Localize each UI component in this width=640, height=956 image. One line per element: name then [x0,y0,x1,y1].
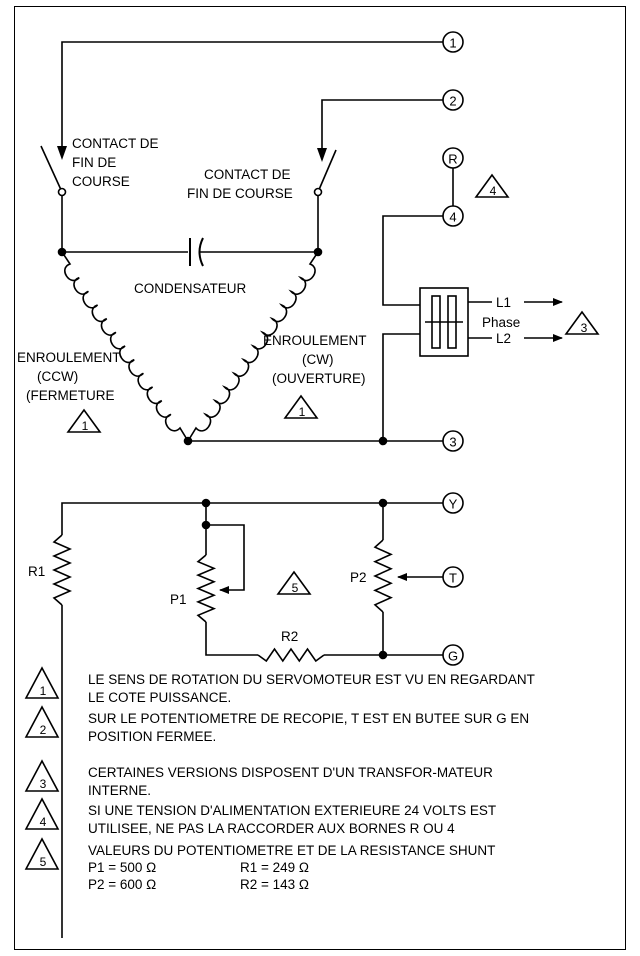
value-text: R2 = 143 Ω [240,877,309,892]
triangle-mark-phase: 3 [564,310,600,335]
note-text: CERTAINES VERSIONS DISPOSENT D'UN TRANSF… [88,765,493,780]
label-contact-left-3: COURSE [72,174,130,189]
svg-text:R: R [448,152,457,167]
note-number: 3 [40,777,47,791]
terminal-Y: Y [442,492,464,514]
note-text: POSITION FERMEE. [88,729,216,744]
label-l1: L1 [496,295,511,310]
label-condensateur: CONDENSATEUR [134,281,247,296]
terminal-4: 4 [442,205,464,227]
note-triangle-icon [24,666,60,699]
note-text: UTILISEE, NE PAS LA RACCORDER AUX BORNES… [88,821,455,836]
winding-ccw [61,251,189,442]
terminal-2: 2 [442,89,464,111]
label-p1: P1 [170,592,187,607]
label-p2: P2 [350,570,367,585]
svg-text:2: 2 [449,94,456,109]
note-text: INTERNE. [88,783,151,798]
note-triangle-icon [24,797,60,830]
svg-text:5: 5 [292,581,299,595]
diagram-frame [14,6,626,950]
svg-text:4: 4 [490,184,497,198]
resistor-r2 [257,647,325,663]
label-contact-right-2: FIN DE COURSE [187,186,293,201]
label-r1: R1 [28,564,45,579]
note-number: 4 [40,815,47,829]
label-phase: Phase [482,315,520,330]
label-enroul-left-2: (CCW) [37,369,78,384]
resistor-r1 [52,534,72,606]
triangle-mark-pot: 5 [276,570,312,595]
label-l2: L2 [496,331,511,346]
winding-cw [187,251,319,442]
terminal-T: T [442,566,464,588]
note-triangle-icon [24,759,60,792]
svg-text:1: 1 [299,405,306,419]
contact-switch-right [317,149,337,193]
contact-arrow-left [57,146,67,160]
contact-node-right [313,187,323,197]
wire-p1-wiper [206,524,245,594]
svg-text:T: T [449,571,457,586]
contact-arrow-right [317,148,327,162]
svg-text:Y: Y [449,497,458,512]
label-enroul-left-3: (FERMETURE [26,388,115,403]
note-text: SI UNE TENSION D'ALIMENTATION EXTERIEURE… [88,803,496,818]
note-number: 5 [40,855,47,869]
wire-p1-bottom [205,622,258,656]
svg-text:G: G [448,649,458,664]
wire-terminal-Y [61,502,443,535]
terminal-G: G [442,644,464,666]
label-r2: R2 [281,629,298,644]
wire-terminal-1 [61,41,443,148]
note-number: 1 [40,684,47,698]
wire-terminal-4 [382,215,443,306]
svg-text:3: 3 [581,321,588,335]
svg-text:1: 1 [449,36,456,51]
note-text: LE COTE PUISSANCE. [88,690,231,705]
value-text: P2 = 600 Ω [88,877,156,892]
label-enroul-left-1: ENROULEMENT [17,350,121,365]
value-text: P1 = 500 Ω [88,860,156,875]
triangle-mark-enroul-right: 1 [283,394,319,419]
terminal-R: R [442,147,464,169]
label-enroul-right-3: (OUVERTURE) [272,371,366,386]
label-enroul-right-2: (CW) [302,352,333,367]
wire-terminal-2 [321,99,443,150]
potentiometer-p1 [195,554,217,623]
note-triangle-icon [24,837,60,870]
terminal-1: 1 [442,31,464,53]
label-contact-left-2: FIN DE [72,155,116,170]
note-text: VALEURS DU POTENTIOMETRE ET DE LA RESIST… [88,843,495,858]
triangle-mark-terminal-4: 4 [474,173,510,198]
note-text: SUR LE POTENTIOMETRE DE RECOPIE, T EST E… [88,711,529,726]
contact-switch-left [40,145,63,193]
wire-transformer-return [382,333,420,441]
label-contact-left-1: CONTACT DE [72,136,159,151]
note-text: LE SENS DE ROTATION DU SERVOMOTEUR EST V… [88,672,535,687]
capacitor-plate-right [198,237,204,267]
svg-text:3: 3 [449,435,456,450]
note-triangle-icon [24,705,60,738]
svg-text:1: 1 [82,419,89,433]
svg-text:4: 4 [449,210,456,225]
label-contact-right-1: CONTACT DE [204,167,291,182]
terminal-3: 3 [442,430,464,452]
value-text: R1 = 249 Ω [240,860,309,875]
potentiometer-p2 [373,539,393,613]
contact-node-left [57,187,67,197]
triangle-mark-enroul-left: 1 [66,408,102,433]
label-enroul-right-1: ENROULEMENT [263,333,367,348]
note-number: 2 [40,723,47,737]
